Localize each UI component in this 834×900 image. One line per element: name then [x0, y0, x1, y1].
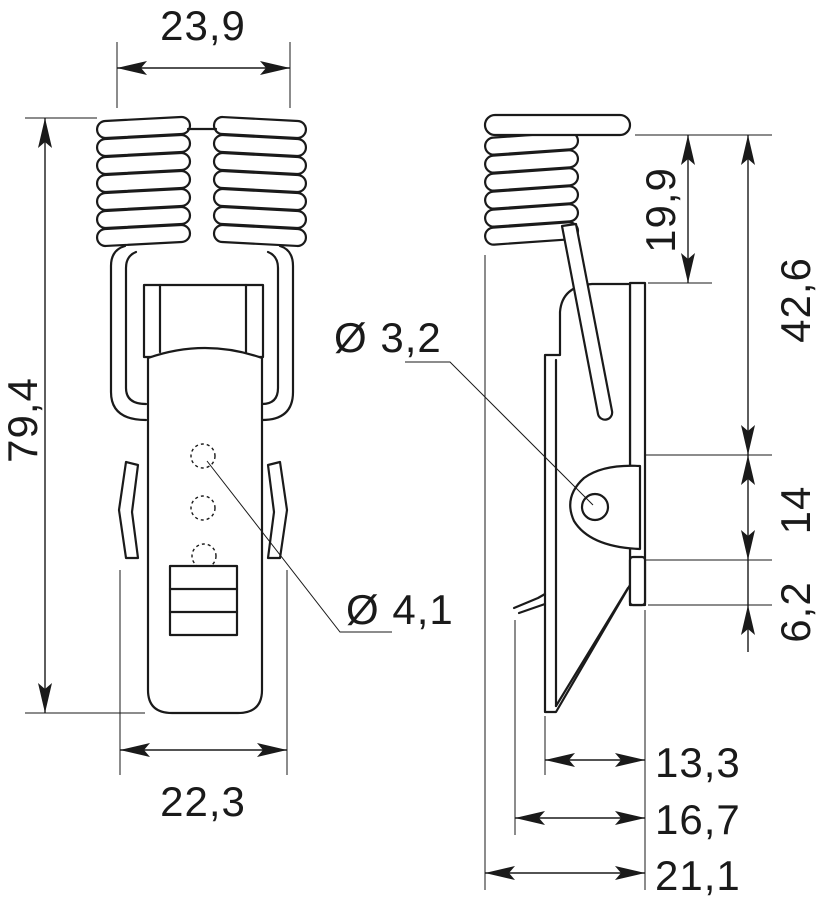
dimension-label-height: 79,4: [0, 377, 46, 463]
wire-leg-right-inner: [260, 250, 280, 406]
lever-body: [146, 346, 264, 715]
coil-turn: [212, 223, 308, 248]
hook-top: [142, 283, 265, 359]
spring-arm: [560, 222, 614, 421]
front-dimensions: 23,9 79,4 22,3 Ø 4,1: [0, 2, 454, 825]
hole-callout-front: Ø 4,1: [346, 586, 454, 633]
wire-leg-right-outer: [260, 244, 295, 422]
spring-coil-right: [212, 115, 308, 248]
hidden-hole: [191, 543, 217, 569]
spring-coil-left: [95, 115, 192, 248]
dimension-label-bottom: 22,3: [160, 778, 246, 825]
wire-loop: [109, 244, 295, 422]
slot-frame: [168, 564, 239, 637]
front-view: 23,9 79,4 22,3 Ø 4,1: [0, 2, 454, 825]
spring-coil-side: [483, 113, 632, 246]
hidden-hole: [190, 495, 216, 521]
dimension-label-a: 19,9: [637, 167, 684, 253]
dimension-label-d: 6,2: [772, 581, 819, 642]
side-dimensions-vertical: 19,9 42,6 14 6,2: [635, 134, 819, 652]
leader-line-hole: [206, 460, 392, 633]
dimension-label-top: 23,9: [160, 2, 246, 49]
dimension-label-f: 16,7: [655, 796, 741, 843]
hidden-hole: [190, 443, 216, 469]
wire-leg-left-outer: [109, 244, 148, 422]
catch-hook: [512, 592, 547, 615]
dimension-label-e: 13,3: [655, 739, 741, 786]
lever-side-diagonal: [554, 586, 630, 708]
hole-callout-side: Ø 3,2: [334, 314, 442, 361]
leader-line-pivot: [405, 361, 594, 506]
side-tab-right: [266, 460, 289, 560]
dimension-label-g: 21,1: [655, 852, 741, 899]
dimension-label-b: 42,6: [772, 257, 819, 343]
dimension-label-c: 14: [772, 486, 819, 535]
side-tab-left: [117, 460, 140, 560]
side-dimensions-horizontal: 13,3 16,7 21,1: [484, 255, 741, 899]
side-view: Ø 3,2 19,9 42,6 14 6,2 13,3: [334, 113, 819, 899]
grip-slots: [168, 564, 239, 637]
wire-leg-left-inner: [124, 250, 148, 406]
lower-plate-tab: [628, 555, 647, 607]
coil-top-arm: [483, 113, 632, 137]
coil-turn: [95, 223, 192, 248]
